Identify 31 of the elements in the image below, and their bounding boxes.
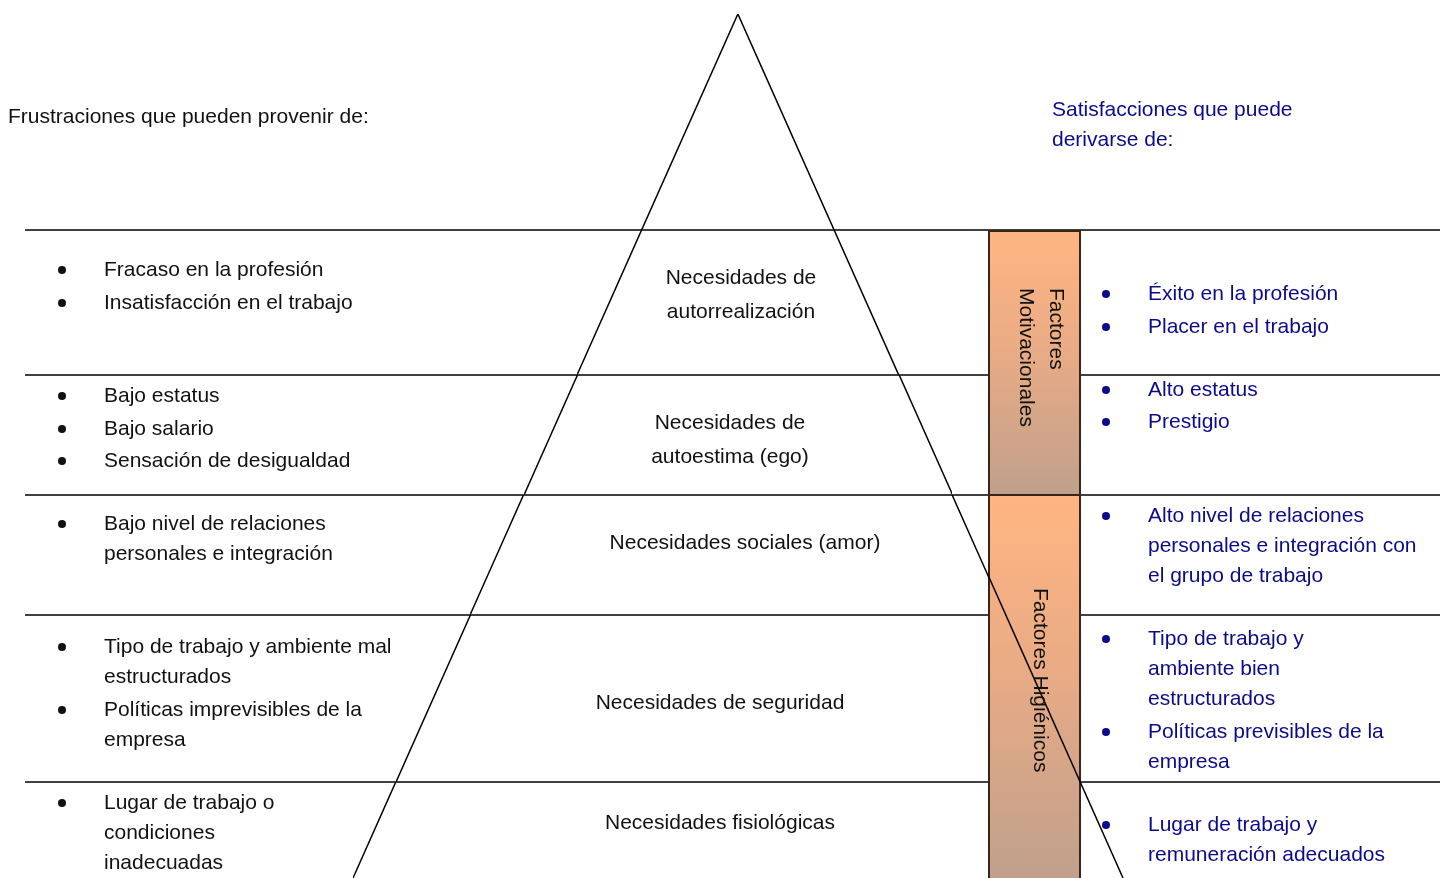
list-item: Sensación de desigualdad: [104, 447, 352, 473]
list-item: Políticas imprevisibles de la empresa: [104, 696, 363, 752]
list-item: Alto estatus: [1148, 376, 1259, 402]
band-label: Factores Motivacionales: [1015, 288, 1070, 429]
list-item: Lugar de trabajo y remuneración adecuados: [1148, 811, 1386, 867]
list-item: Bajo nivel de relaciones personales e integración: [104, 510, 334, 566]
level-label: Necesidades fisiológicas: [604, 809, 836, 835]
factor-band: [988, 494, 1081, 878]
list-item: Fracaso en la profesión: [104, 256, 325, 282]
pyramid-level: [577, 14, 899, 375]
list-item: Tipo de trabajo y ambiente bien estructurados: [1148, 625, 1305, 711]
list-item: Alto nivel de relaciones personales e integración con el grupo de trabajo: [1148, 502, 1418, 588]
level-label: Necesidades de autorrealización: [664, 264, 818, 324]
column-heading: Frustraciones que pueden provenir de:: [8, 103, 370, 129]
list-item: Prestigio: [1148, 408, 1231, 434]
list-item: Éxito en la profesión: [1148, 280, 1340, 306]
level-label: Necesidades de autoestima (ego): [650, 409, 810, 469]
pyramid-level: [470, 495, 988, 615]
pyramid-level: [523, 375, 953, 495]
level-label: Necesidades de seguridad: [594, 689, 846, 715]
factor-band: [988, 230, 1081, 496]
band-label: Factores Higiénicos: [1029, 588, 1054, 773]
list-item: Bajo salario: [104, 415, 215, 441]
list-item: Tipo de trabajo y ambiente mal estructurados: [104, 633, 393, 689]
list-item: Placer en el trabajo: [1148, 313, 1330, 339]
list-item: Bajo estatus: [104, 382, 221, 408]
level-label: Necesidades sociales (amor): [608, 529, 882, 555]
list-item: Insatisfacción en el trabajo: [104, 289, 354, 315]
list-item: Políticas previsibles de la empresa: [1148, 718, 1385, 774]
list-item: Lugar de trabajo o condiciones inadecuadas: [104, 789, 276, 875]
column-heading: Satisfacciones que puede derivarse de:: [1052, 96, 1294, 152]
